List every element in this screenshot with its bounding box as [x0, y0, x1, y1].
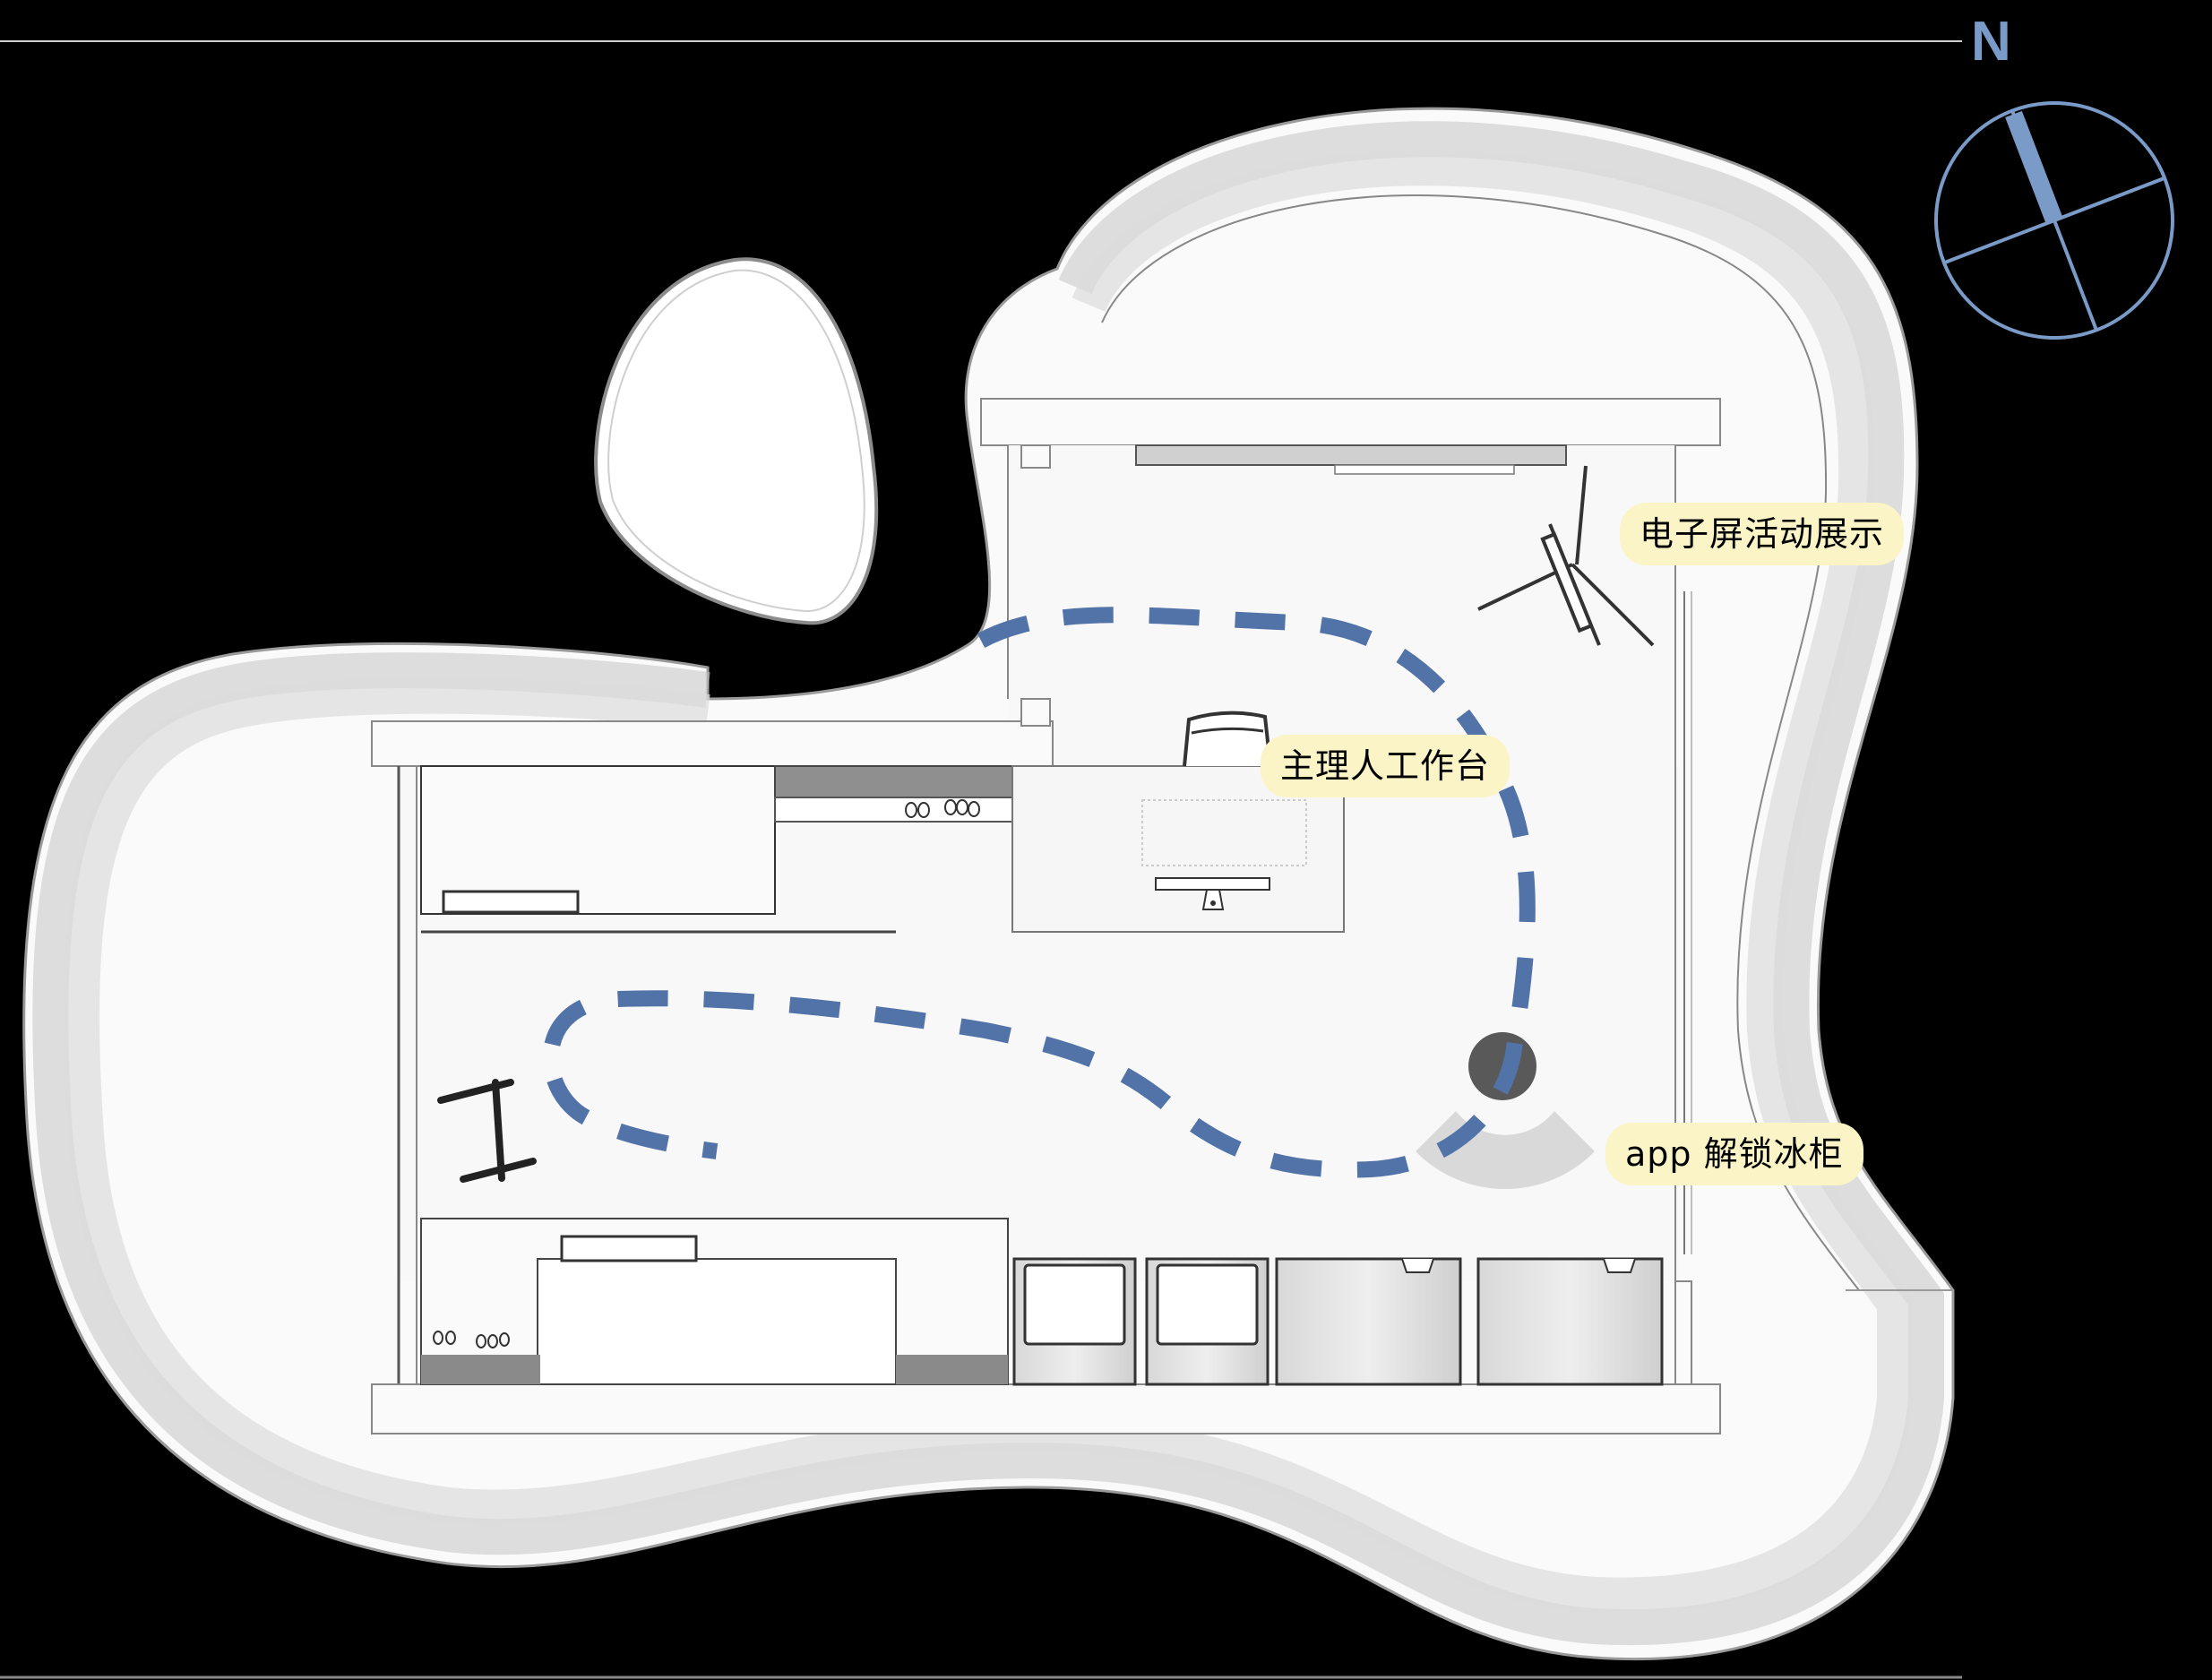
label-manager-workstation: 主理人工作台 — [1261, 735, 1511, 797]
kitchen-counter-south — [420, 1218, 1009, 1385]
visitor-path — [542, 607, 1536, 1178]
compass-icon — [1934, 101, 2174, 340]
label-screen-display: 电子屏活动展示 — [1620, 503, 1905, 565]
freezer-row — [1012, 1257, 1664, 1386]
label-app-unlock-freezer: app 解锁冰柜 — [1605, 1123, 1863, 1185]
egg-island — [594, 257, 879, 625]
north-label: N — [1971, 11, 2011, 73]
tripod-screen-icon — [1477, 465, 1655, 647]
camera-rig-icon — [437, 1079, 537, 1183]
chair-icon — [1183, 711, 1272, 767]
kitchen-counter-north — [420, 765, 1013, 934]
